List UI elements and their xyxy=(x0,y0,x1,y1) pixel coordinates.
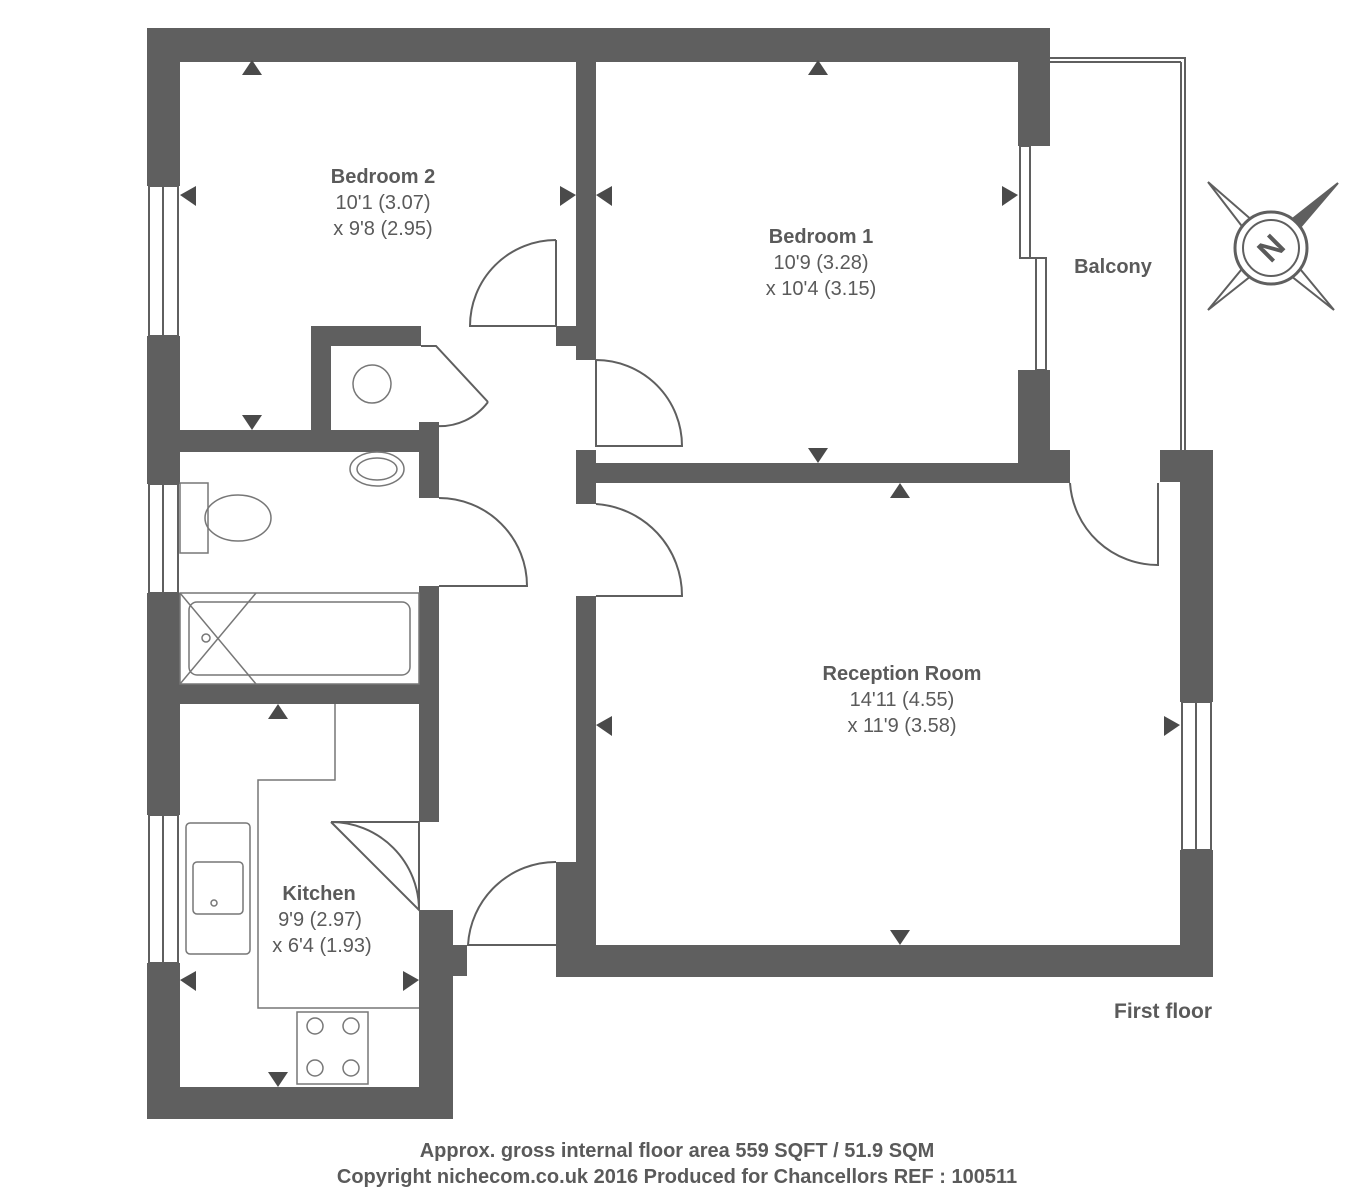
room-dimension: x 9'8 (2.95) xyxy=(333,218,432,240)
room-label-reception: Reception Room 14'11 (4.55) x 11'9 (3.58… xyxy=(823,663,982,737)
toilet-icon xyxy=(179,482,272,554)
room-label-kitchen: Kitchen 9'9 (2.97) x 6'4 (1.93) xyxy=(272,883,371,957)
room-name: Bedroom 2 xyxy=(331,166,435,188)
copyright-text: Copyright nichecom.co.uk 2016 Produced f… xyxy=(337,1166,1017,1188)
room-dimension: 14'11 (4.55) xyxy=(850,689,955,711)
doors xyxy=(330,239,1159,946)
room-name: Bedroom 1 xyxy=(769,226,873,248)
sink-icon xyxy=(185,822,251,955)
room-name: Balcony xyxy=(1074,256,1153,278)
room-dimension: x 11'9 (3.58) xyxy=(847,715,956,737)
bath-icon xyxy=(179,592,420,685)
room-label-balcony: Balcony xyxy=(1074,256,1153,278)
windows xyxy=(148,145,1212,964)
walls xyxy=(147,28,1213,1119)
hob-icon xyxy=(296,1011,369,1085)
boiler-icon xyxy=(352,364,392,404)
room-dimension: x 10'4 (3.15) xyxy=(766,278,877,300)
room-name: Reception Room xyxy=(823,663,982,685)
floor-area-text: Approx. gross internal floor area 559 SQ… xyxy=(420,1140,935,1162)
fixtures xyxy=(179,364,420,1085)
room-dimension: 10'1 (3.07) xyxy=(336,192,431,214)
floor-label: First floor xyxy=(1114,1000,1212,1023)
room-dimension: x 6'4 (1.93) xyxy=(272,935,371,957)
room-label-bedroom-1: Bedroom 1 10'9 (3.28) x 10'4 (3.15) xyxy=(766,226,877,300)
dimension-arrows xyxy=(180,60,1180,1087)
room-label-bedroom-2: Bedroom 2 10'1 (3.07) x 9'8 (2.95) xyxy=(331,166,435,240)
washbasin-icon xyxy=(349,451,405,487)
compass-rose-icon: N xyxy=(1207,181,1339,311)
balcony-outline xyxy=(1050,57,1186,450)
room-name: Kitchen xyxy=(282,883,355,905)
room-dimension: 10'9 (3.28) xyxy=(774,252,869,274)
room-dimension: 9'9 (2.97) xyxy=(278,909,362,931)
